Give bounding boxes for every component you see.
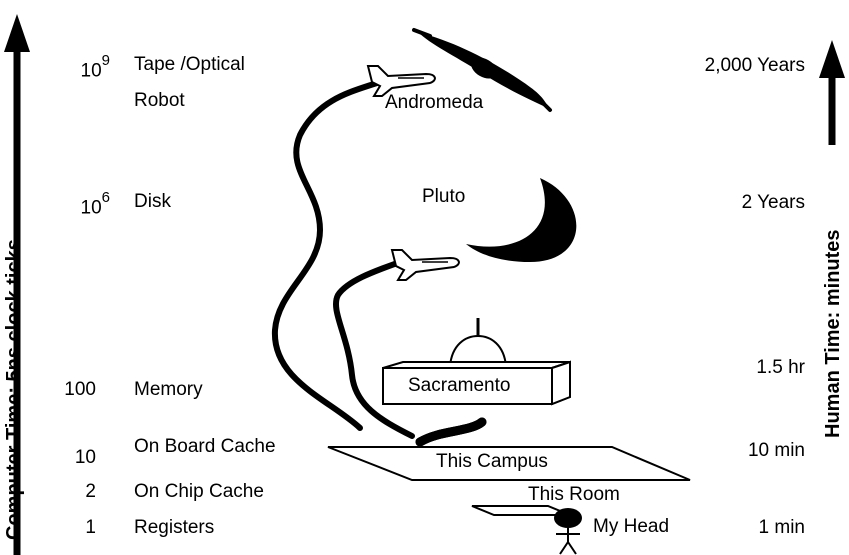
memory-human-time: 1.5 hr xyxy=(756,357,805,378)
chip-cache-label: On Chip Cache xyxy=(134,481,264,502)
room-label: This Room xyxy=(528,484,620,505)
pluto-label: Pluto xyxy=(422,186,466,207)
registers-human-time: 1 min xyxy=(758,517,805,538)
right-up-arrow-icon xyxy=(819,40,845,145)
board-cache-human-time: 10 min xyxy=(747,440,805,461)
chip-cache-ticks: 2 xyxy=(85,481,96,502)
campus-label: This Campus xyxy=(436,451,548,472)
right-axis-label: Human Time: minutes xyxy=(822,229,844,438)
tape-label-line2: Robot xyxy=(134,90,185,111)
pluto-path xyxy=(333,259,415,439)
room-plane xyxy=(471,505,571,516)
airplane-icon xyxy=(366,65,436,97)
memory-label: Memory xyxy=(134,379,203,400)
stick-figure-icon xyxy=(554,508,582,555)
galaxy-icon xyxy=(412,28,552,112)
board-cache-ticks: 10 xyxy=(74,447,96,468)
sacramento-label: Sacramento xyxy=(408,375,511,396)
memory-ticks: 100 xyxy=(64,379,96,400)
andromeda-label: Andromeda xyxy=(385,92,484,113)
andromeda-path xyxy=(271,77,388,431)
head-label: My Head xyxy=(593,516,670,537)
disk-label: Disk xyxy=(134,191,171,212)
campus-plane xyxy=(327,446,691,481)
registers-ticks: 1 xyxy=(85,517,96,538)
left-up-arrow-icon xyxy=(4,14,30,555)
tape-human-time: 2,000 Years xyxy=(704,55,805,76)
registers-label: Registers xyxy=(134,517,215,538)
capitol-building-icon xyxy=(382,318,571,406)
airplane-icon xyxy=(390,249,460,281)
tape-ticks: 109 xyxy=(80,52,110,82)
board-cache-label: On Board Cache xyxy=(134,436,276,457)
disk-human-time: 2 Years xyxy=(741,192,805,213)
crescent-moon-icon xyxy=(466,178,577,262)
disk-ticks: 106 xyxy=(80,189,110,219)
left-axis-label: Computer Time: 5ns clock ticks xyxy=(3,239,25,540)
tape-label-line1: Tape /Optical xyxy=(134,54,245,75)
